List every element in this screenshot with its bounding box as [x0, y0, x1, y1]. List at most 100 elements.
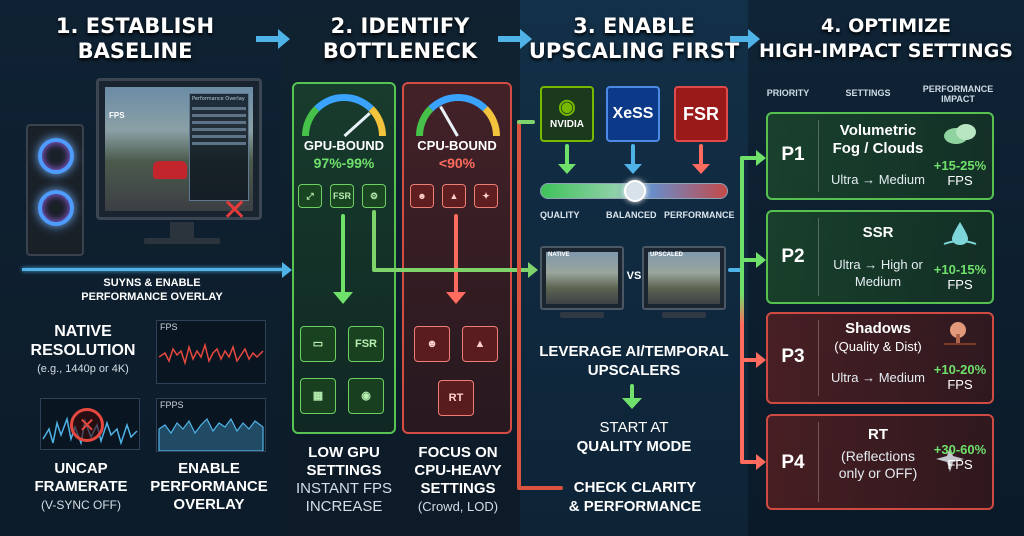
step-arrow-3-icon: [730, 36, 750, 42]
fsr-logo: FSR: [674, 86, 728, 142]
gear-icon: ⚙: [362, 184, 386, 208]
overlay-row: [192, 142, 246, 145]
overlay-row: [192, 114, 246, 117]
upscaled-screen: [648, 252, 720, 304]
tree-icon: [944, 322, 976, 345]
leverage-down-arrow-icon: [630, 384, 634, 400]
leverage-down-head-icon: [622, 398, 642, 409]
step2-title-line2: BOTTLENECK: [322, 39, 478, 63]
priority-row-p2: P2 SSR Ultra → High or Medium +10-15% FP…: [766, 210, 994, 304]
slider-performance-label: PERFORMANCE: [664, 210, 735, 220]
gpu-caption-line2: SETTINGS: [306, 462, 382, 479]
start-line2: QUALITY MODE: [576, 438, 692, 455]
impact-value: +10-20% FPS: [932, 362, 988, 392]
uncap-line1: UNCAP: [54, 460, 108, 477]
uncap-line3: (V-SYNC OFF): [41, 498, 121, 512]
setting-name: RT: [868, 426, 888, 443]
fps-graph-1-line: [158, 342, 264, 366]
crowd-icon: ☻: [410, 184, 434, 208]
cpu-caption-line3: SETTINGS: [420, 480, 496, 497]
cpu-down-arrow-icon: [454, 214, 458, 294]
pc-case-icon: [26, 124, 84, 256]
native-screen: [546, 252, 618, 304]
to-p4-head-icon: [756, 454, 766, 470]
impact-header-line2: IMPACT: [941, 94, 975, 104]
setting-change: Ultra → Medium: [831, 370, 925, 385]
upscale-entry-icon: [517, 120, 535, 124]
cpu-down-arrow-head-icon: [446, 292, 466, 304]
gpu-card-icon: ▦: [300, 378, 336, 414]
gpu-connector-h-icon: [372, 268, 530, 272]
monitor-base-icon: [144, 238, 220, 244]
impact-percent: +10-15%: [933, 262, 987, 277]
step3-title-line1: 3. ENABLE: [573, 14, 695, 38]
nvidia-down-arrow-icon: [565, 144, 569, 166]
to-p2-head-icon: [756, 252, 766, 268]
resolution-scale-icon: ⤢: [298, 184, 322, 208]
to-p4-line-icon: [740, 460, 758, 464]
priority-id: P4: [781, 452, 805, 473]
native-resolution-label: NATIVE RESOLUTION (e.g., 1440p or 4K): [20, 322, 146, 379]
gpu-connector-head-icon: [528, 262, 538, 278]
monitor-settings-icon: ▭: [300, 326, 336, 362]
to-p3-head-icon: [756, 352, 766, 368]
vs-label: VS: [626, 270, 642, 282]
overlay-arrow-head-icon: [282, 262, 292, 278]
slider-quality-label: QUALITY: [540, 210, 580, 220]
setting-name-line2: (Quality & Dist): [834, 339, 922, 354]
quality-slider-knob[interactable]: [624, 180, 646, 202]
gpu-connector-v-icon: [372, 210, 376, 270]
impact-header-line1: PERFORMANCE: [922, 84, 994, 94]
overlay-row: [192, 107, 246, 110]
overlay-title: Performance Overlay: [192, 96, 245, 102]
native-label: NATIVE: [548, 252, 570, 258]
gpu-bound-title: GPU-BOUND: [303, 138, 385, 153]
priority-row-p3: P3 Shadows (Quality & Dist) Ultra → Medi…: [766, 312, 994, 404]
screen-fps-label: FPS: [109, 111, 125, 120]
slider-balanced-label: BALANCED: [606, 210, 657, 220]
setting-name: Volumetric Fog / Clouds: [822, 122, 934, 158]
row-divider: [818, 218, 819, 296]
setting-change: (Reflections only or OFF): [822, 448, 934, 482]
fsr-down-arrow-icon: [699, 144, 703, 166]
setting-name-line1: Volumetric: [839, 122, 917, 139]
enable-overlay-label: ENABLE PERFORMANCE OVERLAY: [144, 460, 274, 514]
step-arrow-1-head-icon: [278, 29, 290, 49]
impact-unit: FPS: [947, 277, 973, 292]
native-line2: RESOLUTION: [30, 342, 136, 359]
setting-name-line1: Shadows: [845, 320, 911, 337]
monitor-stand-icon: [170, 222, 194, 240]
native-stand-icon: [560, 312, 604, 318]
nvidia-logo: ◉ NVIDIA: [540, 86, 594, 142]
xess-logo: XeSS: [606, 86, 660, 142]
check-line1: CHECK CLARITY: [573, 479, 697, 496]
uncap-framerate-label: UNCAP FRAMERATE (V-SYNC OFF): [26, 460, 136, 514]
step1-title-line2: BASELINE: [77, 39, 193, 63]
settings-header: SETTINGS: [845, 88, 891, 98]
fps-graph-2-area: [158, 417, 264, 452]
cpu-caption-line4: (Crowd, LOD): [417, 499, 499, 514]
overlay-row: [192, 135, 246, 138]
cpu-bound-title: CPU-BOUND: [417, 138, 497, 153]
check-clarity-label: CHECK CLARITY & PERFORMANCE: [560, 478, 710, 516]
step-arrow-1-icon: [256, 36, 280, 42]
impact-unit: FPS: [947, 173, 973, 188]
gpu-caption-line4: INCREASE: [305, 498, 383, 515]
leverage-line1: LEVERAGE AI/TEMPORAL: [539, 343, 729, 360]
xess-down-arrow-icon: [631, 144, 635, 166]
nvidia-eye-icon: ◉: [558, 96, 576, 118]
fsr-down-head-icon: [692, 164, 710, 174]
monitor-icon: FPS Performance Overlay: [96, 78, 262, 220]
to-p3-line-icon: [740, 358, 758, 362]
setting-name: SSR: [862, 224, 894, 241]
game-screenshot: FPS Performance Overlay: [105, 87, 253, 211]
priority-connector-v-icon: [740, 156, 744, 462]
step3-title: 3. ENABLE UPSCALING FIRST: [526, 14, 742, 64]
rt-icon: RT: [438, 380, 474, 416]
overlay-row: [192, 128, 246, 131]
graph1-label: FPS: [160, 322, 178, 332]
water-drop-icon: [943, 222, 977, 245]
xess-down-head-icon: [624, 164, 642, 174]
impact-value: +15-25% FPS: [932, 158, 988, 188]
setting-change: Ultra → Medium: [831, 172, 925, 187]
